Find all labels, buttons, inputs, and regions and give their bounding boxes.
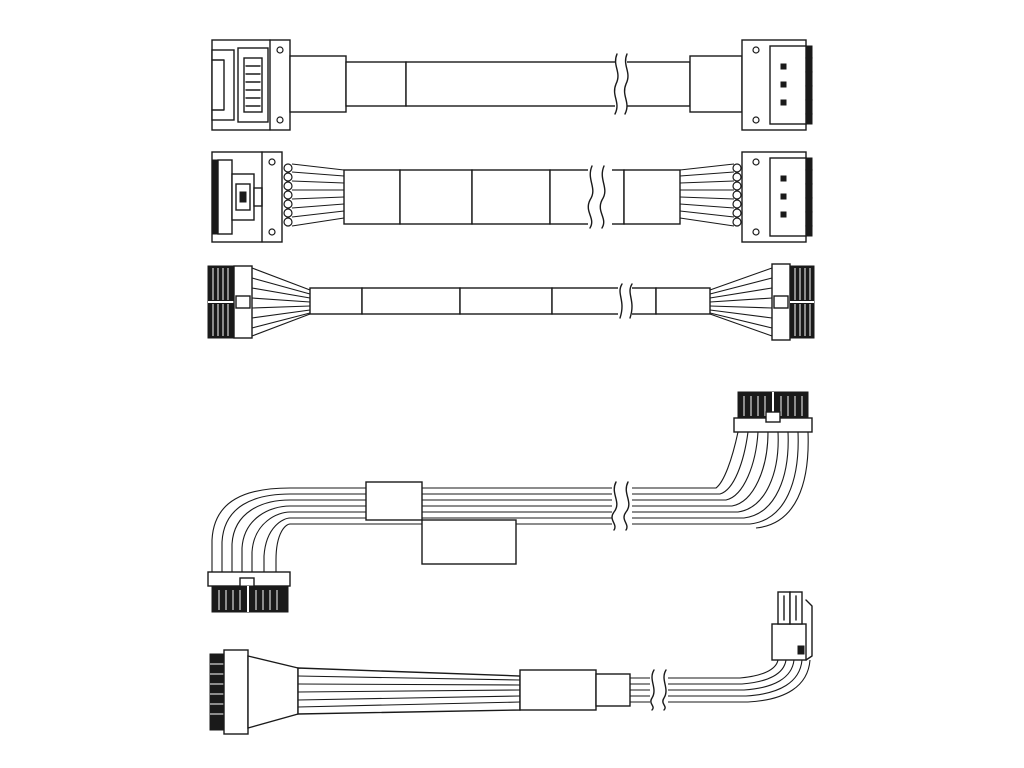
sleeve-segment [623, 169, 681, 225]
dual-row-plug-icon [733, 391, 813, 433]
wire-bundle [679, 163, 742, 227]
sleeve-segment [609, 169, 625, 225]
wire-bundle [211, 487, 291, 572]
sleeve-segment [459, 287, 553, 315]
small-plug-icon [771, 591, 813, 661]
sleeve-segment [361, 287, 461, 315]
cable-2 [211, 151, 813, 243]
wire-bundle [290, 487, 614, 525]
cable-break-icon [618, 283, 633, 319]
sleeve-segment [551, 287, 621, 315]
sleeve-segment [549, 169, 595, 225]
sleeve-segment [519, 669, 597, 711]
sleeve-segment [405, 61, 617, 107]
connector-with-latch-icon [211, 39, 291, 131]
wire-bundle [668, 659, 811, 703]
sleeve-segment [629, 287, 657, 315]
label-box [421, 519, 517, 565]
cable-4 [207, 391, 813, 613]
cable-break-icon [611, 481, 632, 531]
sleeve-segment [365, 481, 423, 521]
cable-1 [211, 39, 813, 131]
sleeve-segment [689, 55, 743, 113]
wire-bundle [630, 431, 809, 529]
cable-break-icon [613, 53, 629, 115]
sleeve-segment [595, 673, 631, 707]
sleeve-segment [247, 655, 299, 729]
wire-bundle [297, 667, 521, 715]
sleeve-segment [343, 169, 401, 225]
sleeve-segment [623, 61, 691, 107]
sleeve-segment [399, 169, 473, 225]
sleeve-segment [289, 55, 347, 113]
cable-break-icon [650, 669, 668, 711]
multi-pin-plug-icon [741, 39, 813, 131]
single-row-plug-icon [209, 649, 249, 735]
sleeve-segment [345, 61, 407, 107]
dual-row-plug-icon [207, 265, 253, 339]
multi-pin-plug-icon [741, 151, 813, 243]
connector-with-latch-icon [211, 151, 283, 243]
wire-bundle [630, 677, 650, 703]
cable-break-icon [587, 165, 612, 229]
wire-bundle [251, 267, 311, 337]
sleeve-segment [471, 169, 551, 225]
wire-bundle [709, 267, 773, 337]
sleeve-segment [309, 287, 363, 315]
dual-row-plug-icon [771, 263, 815, 341]
sleeve-segment [655, 287, 711, 315]
cable-3 [207, 263, 815, 341]
wire-bundle [283, 163, 345, 227]
dual-row-plug-icon [207, 571, 291, 613]
cable-5 [209, 591, 813, 735]
